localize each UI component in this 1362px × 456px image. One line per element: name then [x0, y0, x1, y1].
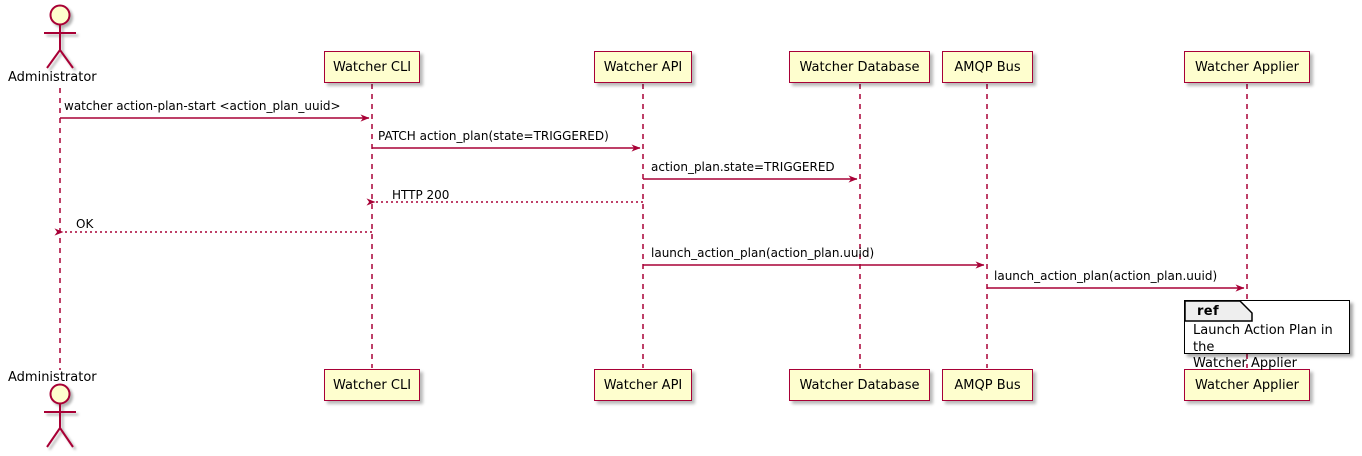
actor-administrator-figure-top [44, 4, 76, 69]
participant-label: Watcher Database [799, 377, 920, 393]
ref-tab-shape [1183, 299, 1253, 322]
participant-watcher-applier-top[interactable]: Watcher Applier [1184, 51, 1310, 83]
message-arrows [54, 114, 1245, 292]
message-label-6: launch_action_plan(action_plan.uuid) [651, 246, 875, 260]
message-label-3: action_plan.state=TRIGGERED [651, 160, 835, 174]
message-label-5: OK [76, 217, 94, 231]
message-label-7: launch_action_plan(action_plan.uuid) [994, 269, 1218, 283]
participant-label: Watcher Applier [1195, 59, 1299, 75]
ref-body-text: Launch Action Plan in the Watcher Applie… [1193, 323, 1345, 373]
ref-body-line-2: Watcher Applier [1193, 356, 1297, 372]
ref-tab-label: ref [1197, 304, 1220, 319]
lifelines [59, 84, 1248, 370]
actor-label-administrator-bottom: Administrator [8, 370, 97, 385]
participant-watcher-database-top[interactable]: Watcher Database [789, 51, 930, 83]
participant-label: Watcher API [603, 59, 683, 75]
ref-fragment[interactable]: ref Launch Action Plan in the Watcher Ap… [1183, 299, 1350, 371]
participant-label: Watcher API [603, 377, 683, 393]
participant-label: Watcher CLI [332, 59, 412, 75]
participant-amqp-bus-bottom[interactable]: AMQP Bus [942, 369, 1033, 401]
participant-watcher-database-bottom[interactable]: Watcher Database [789, 369, 930, 401]
participant-watcher-cli-top[interactable]: Watcher CLI [324, 51, 420, 83]
participant-label: AMQP Bus [954, 59, 1021, 75]
participant-watcher-cli-bottom[interactable]: Watcher CLI [324, 369, 420, 401]
participant-watcher-api-bottom[interactable]: Watcher API [594, 369, 692, 401]
ref-body-line-1: Launch Action Plan in the [1193, 323, 1333, 355]
actor-label-administrator-top: Administrator [8, 70, 97, 85]
participant-watcher-applier-bottom[interactable]: Watcher Applier [1184, 369, 1310, 401]
participant-watcher-api-top[interactable]: Watcher API [594, 51, 692, 83]
message-label-2: PATCH action_plan(state=TRIGGERED) [378, 129, 609, 143]
message-label-1: watcher action-plan-start <action_plan_u… [64, 99, 341, 113]
participant-amqp-bus-top[interactable]: AMQP Bus [942, 51, 1033, 83]
actor-administrator-figure-bottom [44, 383, 76, 448]
participant-label: Watcher Applier [1195, 377, 1299, 393]
message-label-4: HTTP 200 [392, 188, 450, 202]
participant-label: Watcher CLI [332, 377, 412, 393]
participant-label: Watcher Database [799, 59, 920, 75]
participant-label: AMQP Bus [954, 377, 1021, 393]
